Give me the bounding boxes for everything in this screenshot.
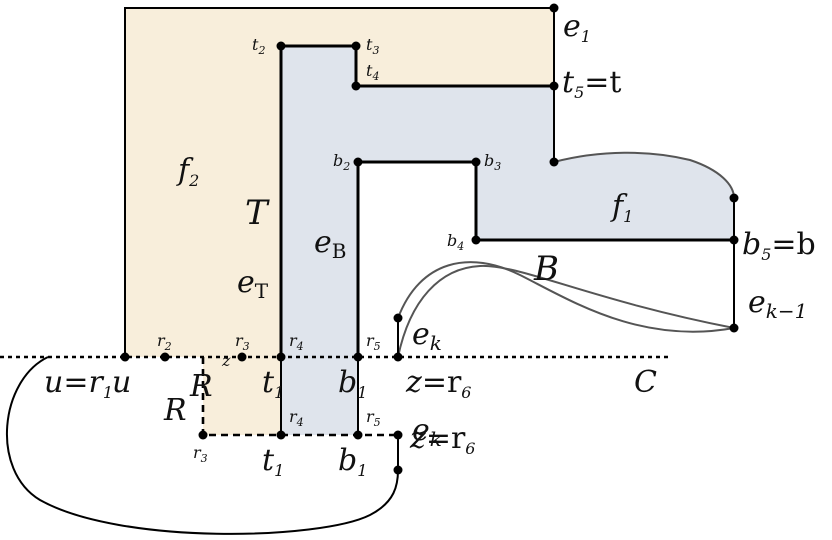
vertex-r5-lower xyxy=(353,430,363,440)
region-f2-lower xyxy=(203,357,281,435)
label-t1-bot: t1 xyxy=(262,443,284,480)
vertex-t2 xyxy=(276,41,286,51)
label-C: C xyxy=(634,365,657,400)
vertex-b3 xyxy=(471,157,481,167)
vertex-r4-lower xyxy=(276,430,286,440)
vertex-t5 xyxy=(549,81,559,91)
label-u: u=r1 xyxy=(44,365,113,402)
vertex-ek-lower xyxy=(393,465,403,475)
label-b4: b4 xyxy=(447,231,464,253)
vertex-r2 xyxy=(160,352,170,362)
label-t2: t2 xyxy=(252,35,265,57)
region-f2 xyxy=(125,8,554,357)
label-eB: eB xyxy=(314,225,346,263)
vertex-r3-lower xyxy=(198,430,208,440)
label-ek-1: ek−1 xyxy=(748,285,807,323)
label-eT: eT xyxy=(237,265,269,303)
label-r2: r2 xyxy=(157,331,172,353)
label-u-overlay: u xyxy=(112,365,131,400)
vertex-dots xyxy=(120,3,739,475)
region-f1-lower xyxy=(281,357,358,435)
vertex-ek-top xyxy=(393,313,403,323)
region-f1 xyxy=(281,46,734,357)
vertex-r1 xyxy=(120,352,130,362)
vertex-b2 xyxy=(353,157,363,167)
vertex-r3 xyxy=(237,352,247,362)
label-b3: b3 xyxy=(484,151,501,173)
ek-curve-2 xyxy=(397,264,735,358)
f1-top-curve xyxy=(553,151,735,199)
label-t5: t5=t xyxy=(562,65,621,102)
label-t1-top: t1 xyxy=(262,365,284,402)
vertex-b4 xyxy=(471,235,481,245)
label-r5-top: r5 xyxy=(366,331,381,353)
vertex-curve-end xyxy=(729,193,739,203)
vertex-t4 xyxy=(351,81,361,91)
label-B: B xyxy=(533,249,559,289)
outer-loop xyxy=(5,356,399,535)
f2-boundary xyxy=(124,7,555,357)
label-b2: b2 xyxy=(333,151,350,173)
label-R-bot: R xyxy=(163,393,187,428)
label-r4-top: r4 xyxy=(289,331,304,353)
label-z-bot: z=r6 xyxy=(409,421,475,458)
label-ek-overlay: ek xyxy=(412,413,442,451)
vertex-r6 xyxy=(393,352,403,362)
label-ek: ek xyxy=(412,317,442,355)
label-R-top: R xyxy=(189,369,213,404)
vertex-b5 xyxy=(729,235,739,245)
label-b5: b5=b xyxy=(742,227,816,264)
label-r3-bot: r3 xyxy=(193,443,208,465)
label-e1: e1 xyxy=(563,9,591,46)
vertex-r6-lower xyxy=(393,430,403,440)
label-r3-top: r3 xyxy=(235,331,250,353)
label-r4-bot: r4 xyxy=(289,407,304,429)
vertex-ek-1-end xyxy=(729,323,739,333)
label-t3: t3 xyxy=(366,35,379,57)
label-b1-bot: b1 xyxy=(338,443,367,480)
vertex-curve-start xyxy=(549,157,559,167)
ek-curve-1 xyxy=(397,261,735,333)
label-b1-top: b1 xyxy=(338,365,367,402)
label-z-top: z=r6 xyxy=(405,365,471,402)
vertex-r5 xyxy=(353,352,363,362)
label-r5-bot: r5 xyxy=(366,407,381,429)
vertex-t3 xyxy=(351,41,361,51)
label-t4: t4 xyxy=(366,61,379,83)
vertex-r4 xyxy=(276,352,286,362)
vertex-e1 xyxy=(549,3,559,13)
label-z-small: z xyxy=(221,351,231,370)
label-T: T xyxy=(245,193,270,233)
